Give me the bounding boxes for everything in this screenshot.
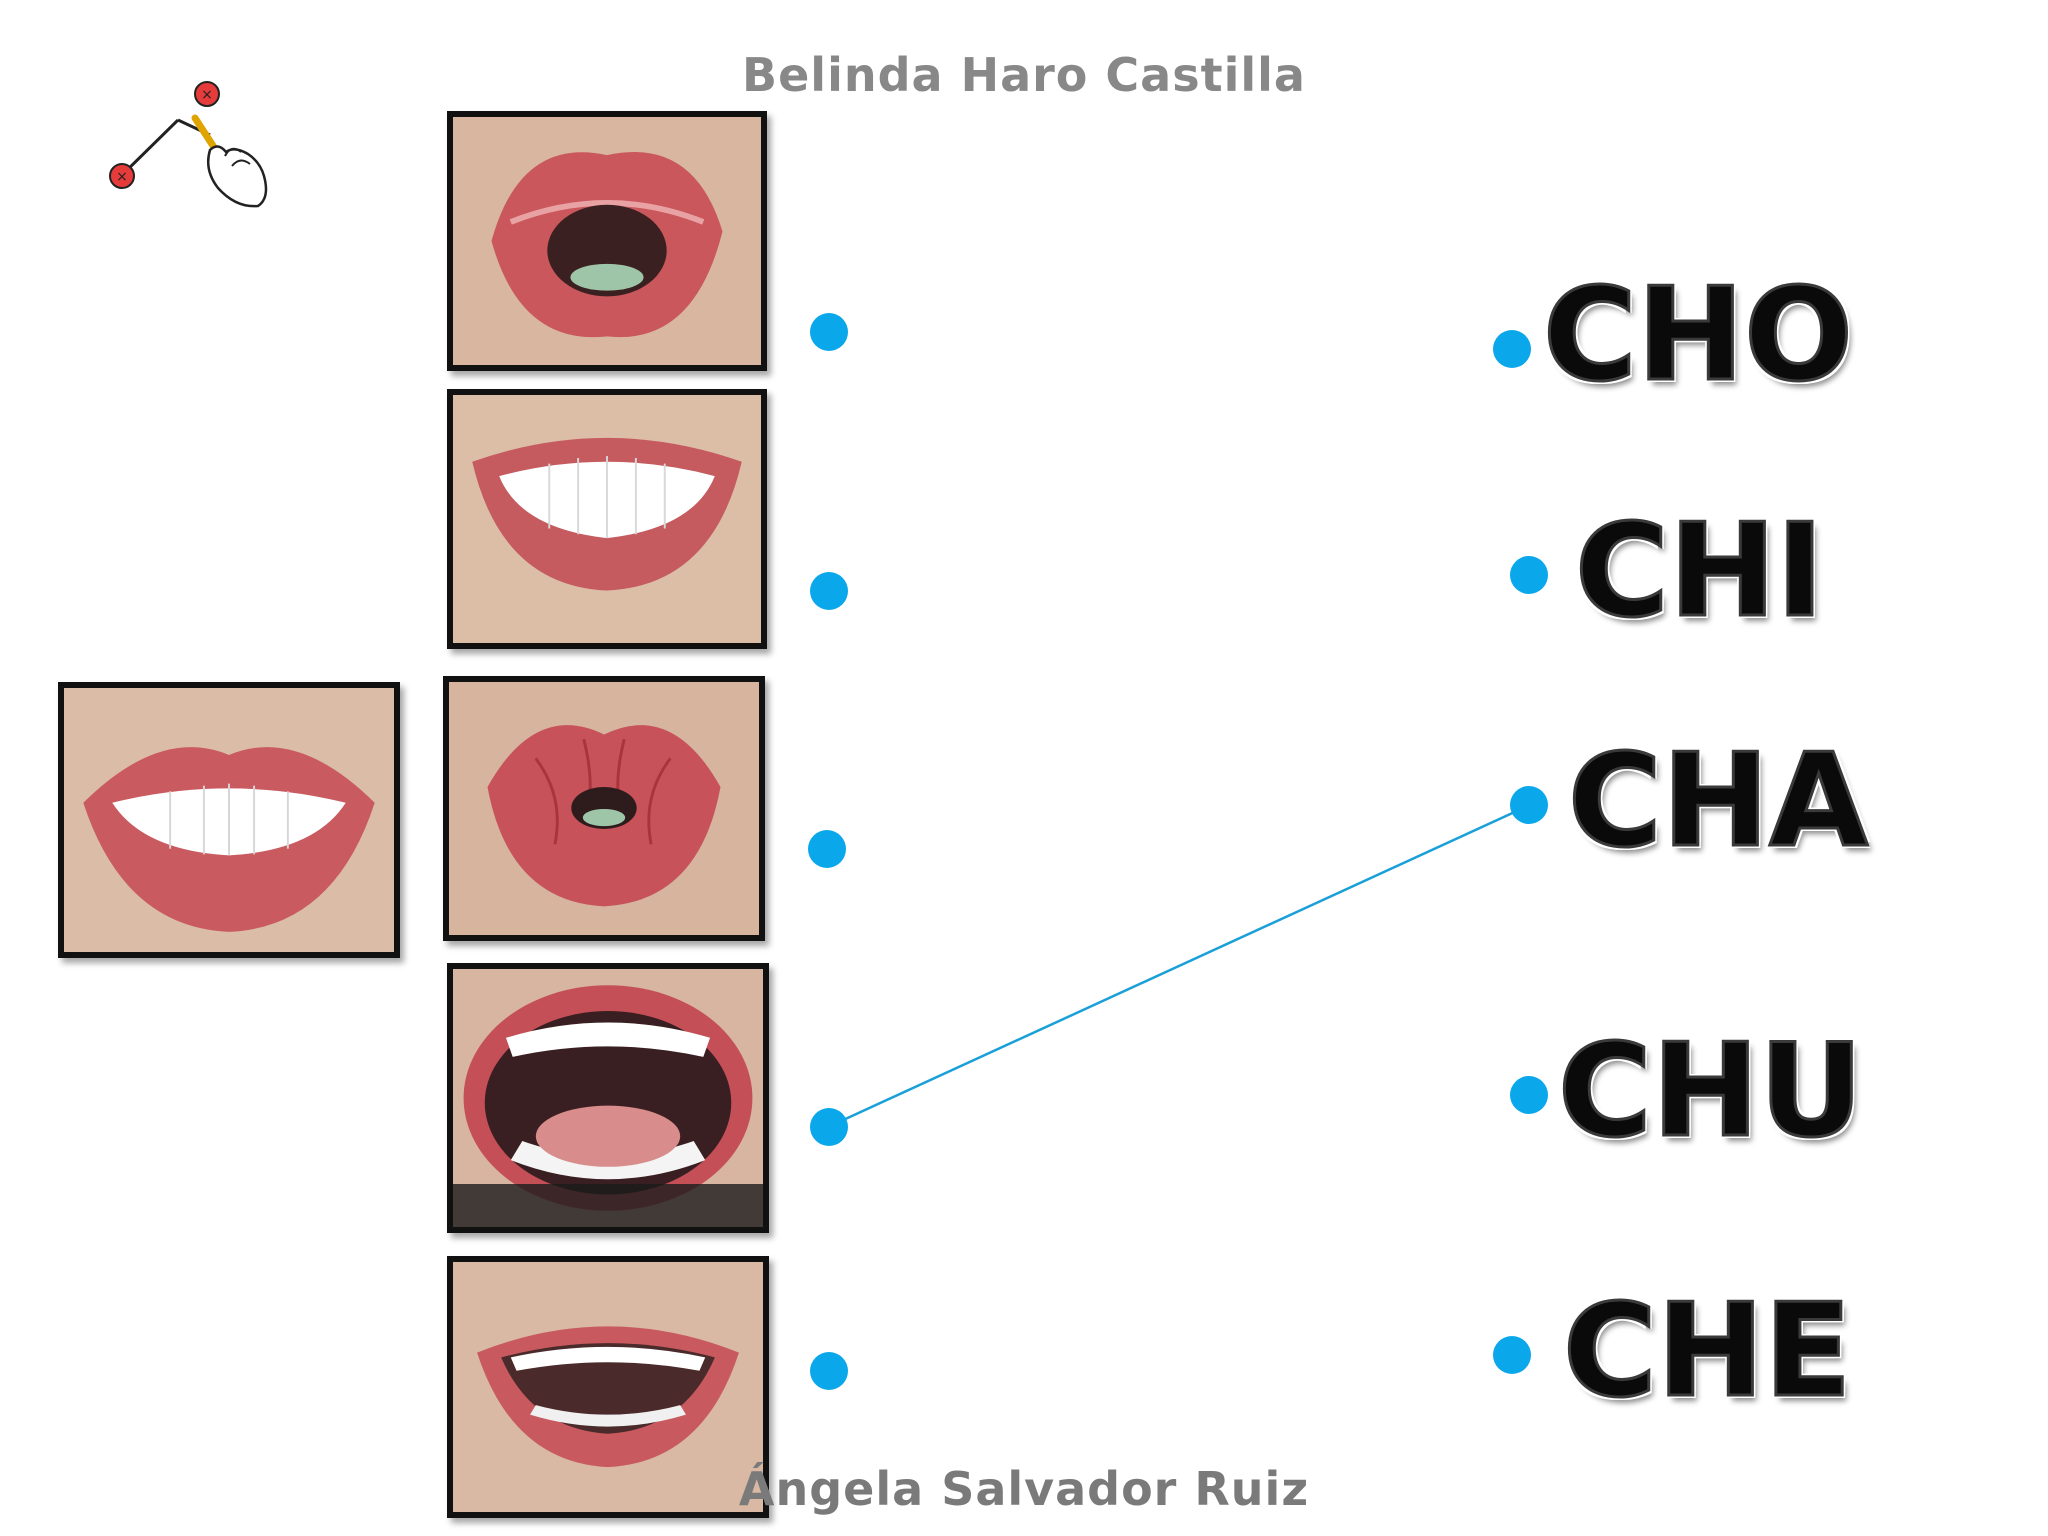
mouth-photo-u <box>443 676 765 941</box>
syllable-che[interactable]: CHE <box>1562 1277 1853 1426</box>
mouth-photo-i <box>447 389 767 649</box>
connection-line <box>827 803 1531 1129</box>
mouth-photo-model <box>58 682 400 958</box>
svg-text:×: × <box>116 169 128 185</box>
syllable-dot-4[interactable] <box>1510 1076 1548 1114</box>
mouth-photo-e <box>447 1256 769 1518</box>
photo-dot-1[interactable] <box>810 313 848 351</box>
syllable-dot-1[interactable] <box>1493 330 1531 368</box>
syllable-dot-3[interactable] <box>1510 786 1548 824</box>
syllable-cho[interactable]: CHO <box>1542 261 1855 410</box>
mouth-photo-o <box>447 111 767 371</box>
syllable-cha[interactable]: CHA <box>1566 727 1869 876</box>
mouth-photo-a <box>447 963 769 1233</box>
syllable-dot-5[interactable] <box>1493 1336 1531 1374</box>
join-with-line-icon: × × <box>109 81 268 208</box>
syllable-chi[interactable]: CHI <box>1574 497 1826 646</box>
author-credit-top: Belinda Haro Castilla <box>742 48 1306 102</box>
author-credit-bottom: Ángela Salvador Ruiz <box>738 1462 1310 1516</box>
photo-dot-5[interactable] <box>810 1352 848 1390</box>
syllable-chu[interactable]: CHU <box>1557 1017 1865 1166</box>
svg-text:×: × <box>201 87 213 103</box>
syllable-dot-2[interactable] <box>1510 556 1548 594</box>
photo-dot-4[interactable] <box>810 1108 848 1146</box>
photo-dot-3[interactable] <box>808 830 846 868</box>
photo-dot-2[interactable] <box>810 572 848 610</box>
